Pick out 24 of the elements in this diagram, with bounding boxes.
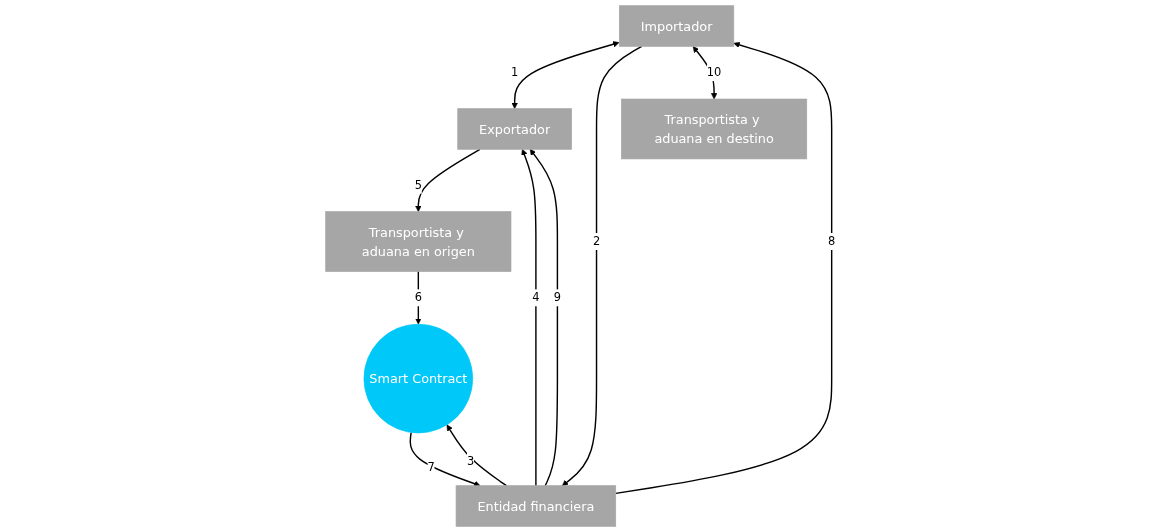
arrow	[615, 41, 833, 495]
arrow	[409, 431, 481, 487]
edge-label: 9	[553, 290, 562, 305]
node-box: Exportador	[457, 108, 572, 150]
arrow	[562, 45, 643, 486]
edge-label: 1	[511, 65, 519, 80]
node-box: Transportista y aduana en origen	[325, 211, 512, 272]
edge-label: 5	[414, 178, 422, 192]
edge-label: 7	[427, 460, 435, 475]
node-circle: Smart Contract	[363, 323, 474, 434]
edge-label: 4	[532, 290, 540, 305]
arrow	[511, 41, 620, 109]
node-box: Entidad financiera	[455, 485, 617, 527]
edge-label: 8	[828, 234, 836, 248]
arrow	[521, 149, 537, 487]
node-box: Importador	[619, 5, 735, 47]
edge-label: 10	[706, 65, 722, 80]
arrow	[415, 148, 481, 212]
node-box: Transportista y aduana en destino	[621, 98, 808, 160]
edge-label: 3	[466, 453, 475, 468]
arrow	[529, 149, 559, 487]
edge-label: 2	[592, 234, 601, 248]
edge-label: 6	[414, 290, 422, 305]
arrow	[446, 424, 508, 487]
